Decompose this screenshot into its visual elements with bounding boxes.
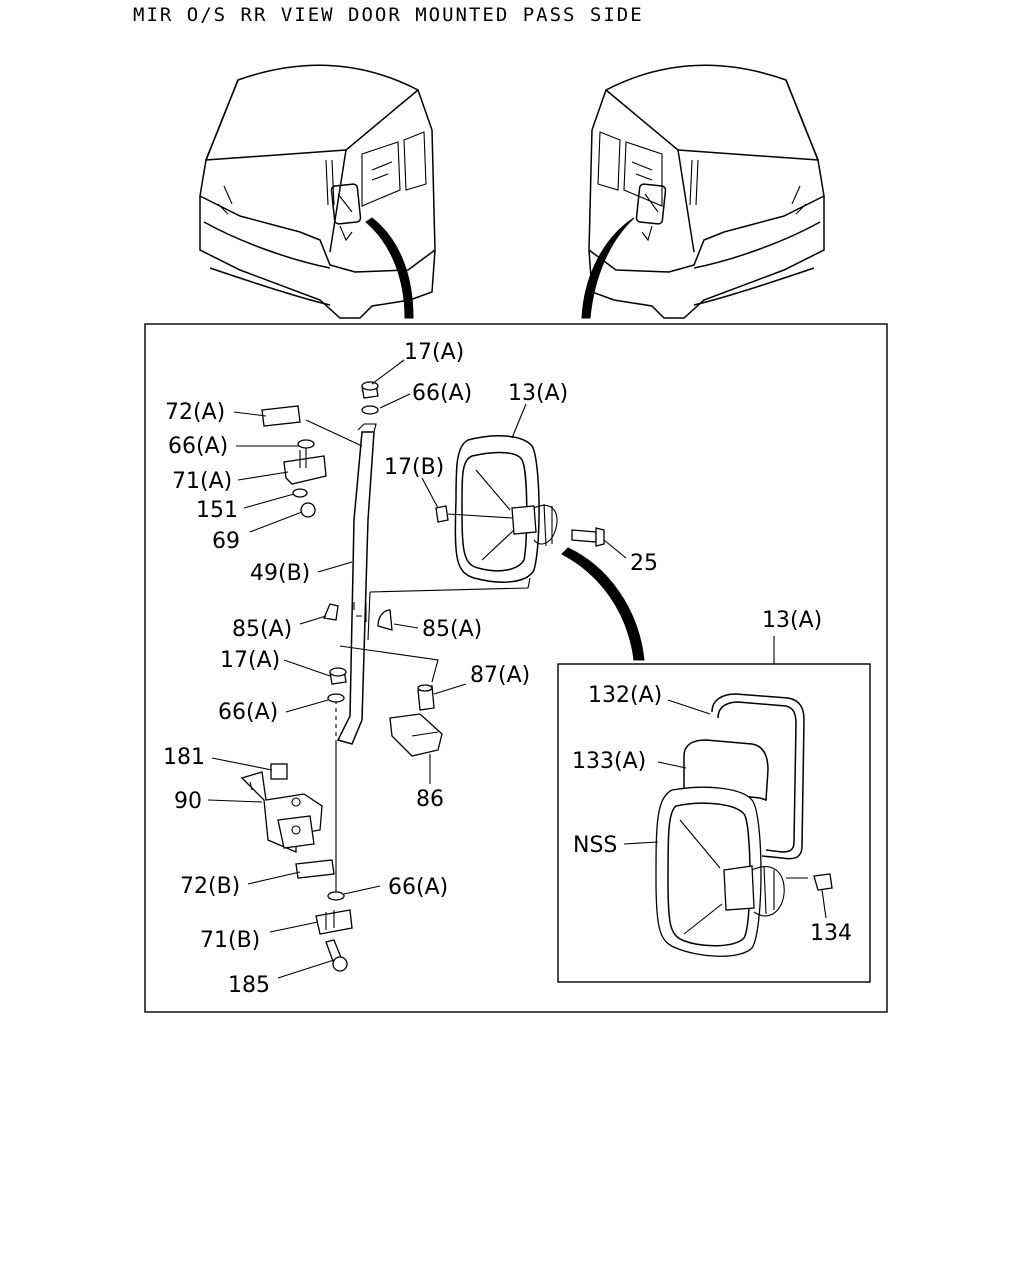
label-151: 151 [196,498,238,523]
label-66a-left: 66(A) [168,434,228,459]
label-nss: NSS [573,833,617,858]
inset-frame [557,663,871,983]
label-17b: 17(B) [384,455,444,480]
cap-87a [417,684,435,711]
nut-17a-top [361,381,379,399]
clamp-85a-right [377,609,393,631]
label-66a-mid: 66(A) [218,700,278,725]
label-185: 185 [228,973,270,998]
label-134: 134 [810,921,852,946]
label-13a-inset: 13(A) [762,608,822,633]
label-72b: 72(B) [180,874,240,899]
label-90: 90 [174,789,202,814]
washer-66a-top [361,405,379,415]
diagram-title: MIR O/S RR VIEW DOOR MOUNTED PASS SIDE [133,4,644,26]
label-133a: 133(A) [572,749,646,774]
clamp-mark [353,602,367,622]
callout-arrow-right [581,217,635,319]
washer-66a-mid [327,693,345,703]
bracket-72b [295,859,335,879]
bracket-71a [283,448,327,485]
label-71a: 71(A) [172,469,232,494]
label-86: 86 [416,787,444,812]
label-66a-bot: 66(A) [388,875,448,900]
label-49b: 49(B) [250,561,310,586]
washer-66a-bot [327,891,345,901]
bracket-72a [261,405,301,427]
label-71b: 71(B) [200,928,260,953]
bolt-69 [300,502,316,518]
mirror-glass-133a [683,739,769,802]
mirror-stay-rod [305,419,531,900]
mirror-nss [655,786,808,957]
label-17a-top: 17(A) [404,340,464,365]
washer-151 [292,488,308,498]
bracket-71b [315,909,353,935]
label-132a: 132(A) [588,683,662,708]
screw-134 [813,873,833,891]
label-72a: 72(A) [165,400,225,425]
screw-25 [571,527,605,547]
cover-86 [389,713,443,757]
bolt-185 [325,939,348,972]
label-85a-right: 85(A) [422,617,482,642]
mirror-assembly-13a [454,435,558,583]
bolt-17b [435,505,513,523]
bracket-90 [240,771,323,853]
nut-17a-mid [329,667,347,685]
label-66a-top: 66(A) [412,381,472,406]
main-diagram-frame [144,323,888,1013]
truck-cab-right-view [588,64,825,319]
label-25: 25 [630,551,658,576]
callout-arrow-inset [561,547,645,661]
label-69: 69 [212,529,240,554]
plate-181 [270,763,288,780]
mirror-frame-132a [711,693,805,860]
leader-lines [207,359,827,979]
label-85a-left: 85(A) [232,617,292,642]
washer-66a-left [297,439,315,449]
label-17a-mid: 17(A) [220,648,280,673]
label-87a: 87(A) [470,663,530,688]
label-181: 181 [163,745,205,770]
callout-arrow-left [365,217,414,319]
truck-cab-left-view [199,64,436,319]
label-13a: 13(A) [508,381,568,406]
clamp-85a-left [323,603,339,621]
